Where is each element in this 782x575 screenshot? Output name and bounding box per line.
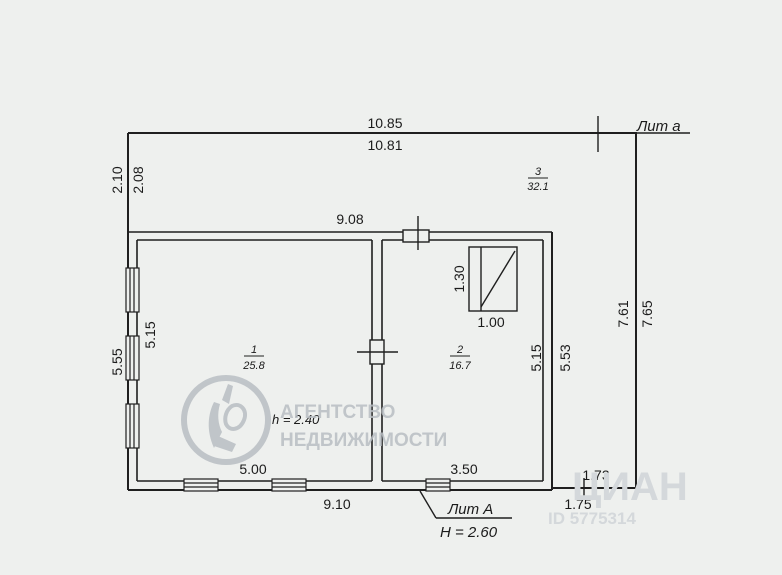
room2-area: 16.7	[449, 360, 471, 372]
dim-room2-height: 5.15	[528, 344, 544, 371]
watermark-line2: НЕДВИЖИМОСТИ	[280, 430, 447, 451]
window-left-3	[125, 403, 140, 449]
window-left-2	[125, 335, 140, 381]
room2-number: 2	[456, 344, 463, 356]
windows	[125, 267, 451, 492]
window-bottom-2	[271, 478, 307, 492]
main-house-walls	[128, 231, 552, 482]
watermark-ring	[181, 375, 271, 465]
dim-room1-bottom: 5.00	[239, 461, 266, 477]
entry-door-bottom	[425, 478, 451, 492]
veranda-outline	[128, 132, 637, 489]
dim-room1-height: 5.15	[142, 321, 158, 348]
dim-room2-bottom: 3.50	[450, 461, 477, 477]
window-left-1	[125, 267, 140, 313]
leaders	[419, 116, 690, 519]
label-lit-main-height: H = 2.60	[440, 524, 498, 541]
ceiling-height: h = 2.40	[272, 412, 320, 427]
dim-room2-right: 5.53	[557, 344, 573, 371]
dim-bottom-total: 9.10	[323, 496, 350, 512]
dim-stove-height: 1.30	[451, 265, 467, 292]
dim-stove-width: 1.00	[477, 314, 504, 330]
watermark-line1: АГЕНТСТВО	[280, 402, 395, 423]
hand-gesture-icon	[208, 384, 247, 452]
room1-area: 25.8	[242, 360, 265, 372]
doors	[357, 216, 430, 365]
room1-number: 1	[251, 344, 257, 356]
label-lit-main: Лит А	[447, 501, 493, 518]
agency-watermark: АГЕНТСТВО НЕДВИЖИМОСТИ	[181, 375, 447, 465]
room3-number: 3	[535, 166, 542, 178]
dim-left-outer-top: 2.10	[109, 166, 125, 193]
stove	[468, 246, 518, 312]
watermark-brand: ЦИАН	[572, 465, 688, 509]
stove-outline	[468, 246, 518, 312]
dim-left-inner-top: 2.08	[130, 166, 146, 193]
listing-watermark: ЦИАН ID 5775314	[548, 465, 688, 528]
dim-left-outer-main: 5.55	[109, 348, 125, 375]
dim-step-outer: 1.75	[564, 496, 591, 512]
room3-area: 32.1	[527, 181, 548, 193]
door-top	[402, 229, 430, 243]
dim-top-outer: 10.85	[367, 115, 402, 131]
dim-right-inner: 7.61	[615, 300, 631, 327]
label-lit-small: Лит а	[636, 118, 681, 135]
dim-partition: 9.08	[336, 211, 363, 227]
dim-top-inner: 10.81	[367, 137, 402, 153]
dim-right-outer: 7.65	[639, 300, 655, 327]
window-bottom-1	[183, 478, 219, 492]
watermark-id: ID 5775314	[548, 509, 636, 528]
dim-step-inner: 1.73	[582, 467, 609, 483]
leader-lit-main	[419, 490, 437, 519]
